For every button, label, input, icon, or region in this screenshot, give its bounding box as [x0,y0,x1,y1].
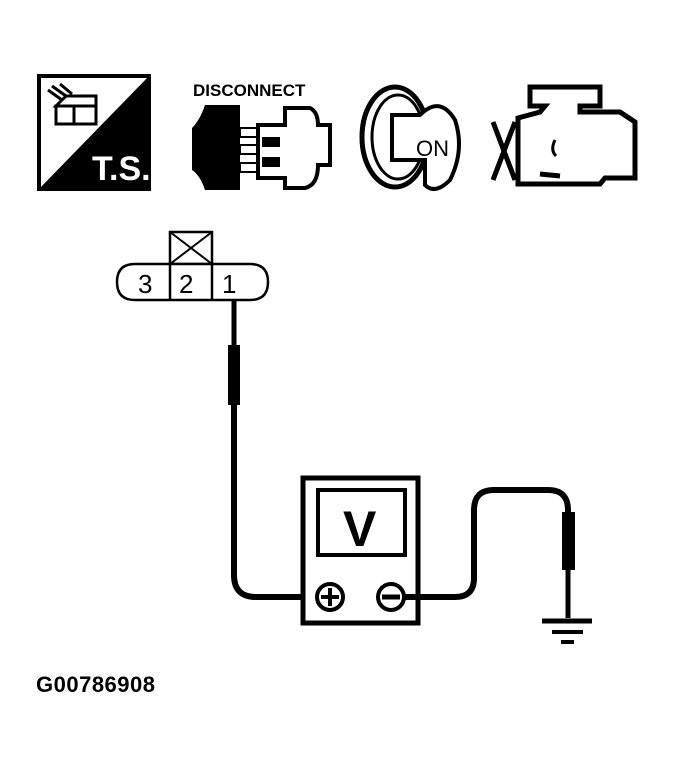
negative-probe-lead [404,487,575,618]
pin-2-label: 2 [179,269,193,299]
meter-display [316,488,407,557]
positive-probe-lead [228,300,320,600]
ignition-key-on-icon: ON [359,84,461,191]
meter-display-value: V [343,501,377,557]
ignition-on-label: ON [416,136,449,161]
ground-symbol [542,618,592,644]
pin-1-label: 1 [222,269,236,299]
disconnect-label: DISCONNECT [193,81,306,100]
troubleshooting-icon: T.S. [37,74,151,191]
engine-icon [490,84,638,187]
voltmeter: V [300,475,421,626]
ts-label: T.S. [92,150,151,188]
disconnect-icon: DISCONNECT [192,81,332,190]
connector: 3 2 1 [115,230,270,302]
pin-3-label: 3 [138,269,152,299]
figure-id-caption: G00786908 [36,672,156,697]
